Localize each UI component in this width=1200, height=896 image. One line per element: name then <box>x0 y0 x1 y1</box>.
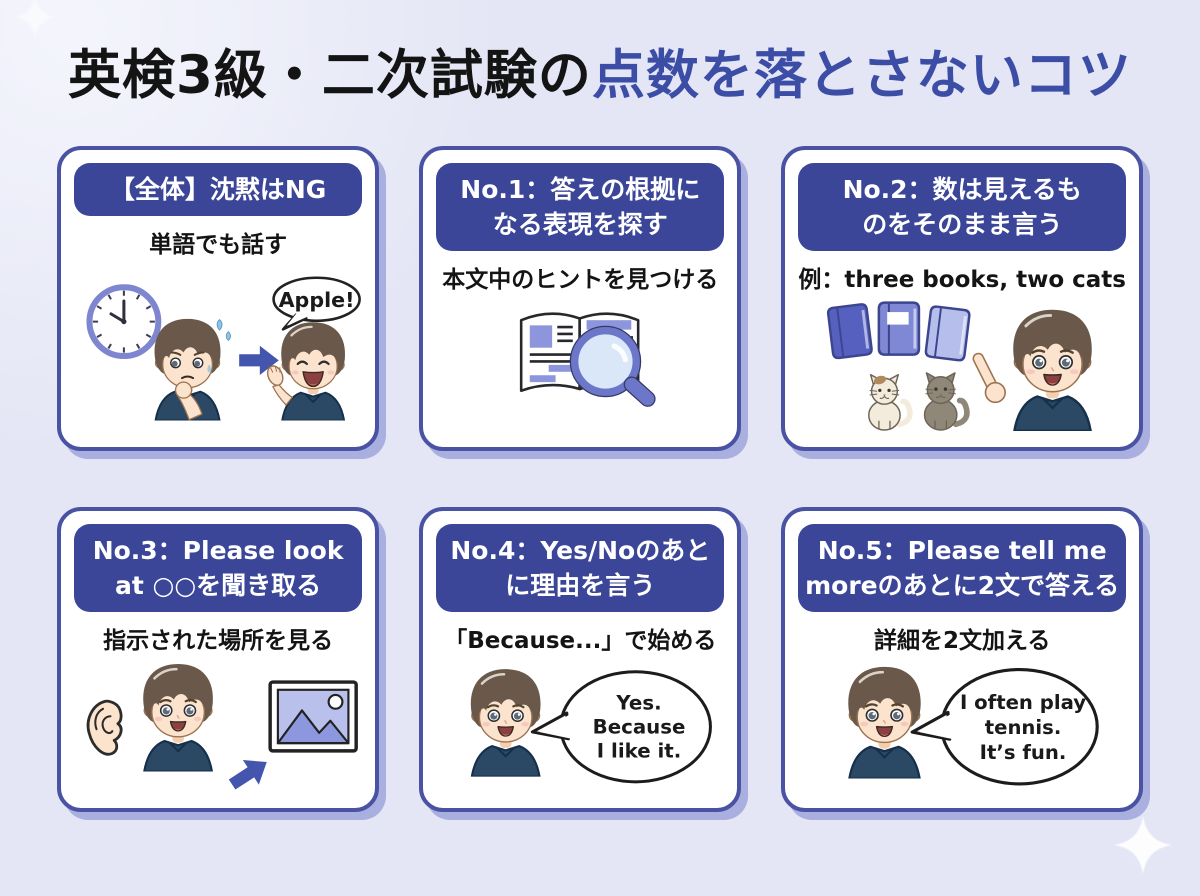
title-main: 英検3級・二次試験の <box>68 45 592 106</box>
card-header: No.2：数は見えるも のをそのまま言う <box>798 162 1126 251</box>
card-header: 【全体】沈黙はNG <box>74 162 363 216</box>
ear-icon <box>86 699 123 756</box>
books-icon <box>826 300 972 362</box>
picture-frame-icon <box>268 679 358 753</box>
listening-boy <box>141 662 215 772</box>
card-overall: 【全体】沈黙はNG 単語でも話す <box>57 145 380 451</box>
card-header: No.1：答えの根拠に なる表現を探す <box>436 162 725 251</box>
no3-illustration <box>74 657 362 800</box>
no4-illustration: Yes. Because I like it. <box>436 657 724 800</box>
bubble-line: I often play <box>960 690 1086 713</box>
card-subtitle: 単語でも話す <box>149 231 288 258</box>
card-no3: No.3：Please look at ○○を聞き取る 指示された場所を見る <box>57 506 380 812</box>
overall-illustration: Apple! <box>74 261 362 439</box>
cats-icon <box>869 373 967 430</box>
speech-bubble: Apple! <box>272 276 361 331</box>
speech-bubble: Yes. Because I like it. <box>531 669 713 783</box>
magnifier-icon <box>569 325 656 407</box>
no5-illustration: I often play tennis. It’s fun. <box>798 657 1126 800</box>
talking-boy <box>847 665 923 779</box>
page-title: 英検3級・二次試験の点数を落とさないコツ <box>0 44 1200 108</box>
pointing-hand <box>972 352 1007 403</box>
bubble-line: Yes. <box>616 691 662 714</box>
card-subtitle: 詳細を2文加える <box>874 627 1051 654</box>
no1-illustration <box>436 296 724 439</box>
speech-bubble: I often play tennis. It’s fun. <box>911 667 1100 786</box>
pointing-boy <box>1012 307 1094 431</box>
bubble-line: I like it. <box>597 739 681 762</box>
bubble-text: Apple! <box>279 288 355 312</box>
waving-boy <box>266 320 347 421</box>
card-no1: No.1：答えの根拠に なる表現を探す 本文中のヒントを見つける <box>419 145 742 451</box>
card-header: No.4：Yes/Noのあと に理由を言う <box>436 523 725 612</box>
card-subtitle: 本文中のヒントを見つける <box>442 266 719 293</box>
card-header: No.3：Please look at ○○を聞き取る <box>74 523 363 612</box>
thinking-boy <box>153 317 232 421</box>
card-subtitle: 例：three books, two cats <box>798 266 1126 293</box>
sparkle-icon <box>14 0 56 38</box>
card-header: No.5：Please tell me moreのあとに2文で答える <box>798 523 1126 612</box>
no2-illustration <box>798 296 1126 439</box>
bubble-line: It’s fun. <box>980 740 1067 763</box>
clock-icon <box>86 283 162 359</box>
bubble-line: tennis. <box>985 715 1062 738</box>
card-no2: No.2：数は見えるも のをそのまま言う 例：three books, two … <box>781 145 1143 451</box>
card-subtitle: 指示された場所を見る <box>103 627 334 654</box>
talking-boy <box>469 667 542 777</box>
card-subtitle: 「Because...」で始める <box>444 627 717 654</box>
bubble-line: Because <box>593 715 686 738</box>
tips-grid: 【全体】沈黙はNG 単語でも話す <box>57 145 1143 812</box>
sparkle-icon <box>1114 816 1172 874</box>
title-accent: 点数を落とさないコツ <box>591 45 1132 106</box>
card-no5: No.5：Please tell me moreのあとに2文で答える 詳細を2文… <box>781 506 1143 812</box>
arrow-up-right-icon <box>227 757 269 791</box>
card-no4: No.4：Yes/Noのあと に理由を言う 「Because...」で始める Y… <box>419 506 742 812</box>
